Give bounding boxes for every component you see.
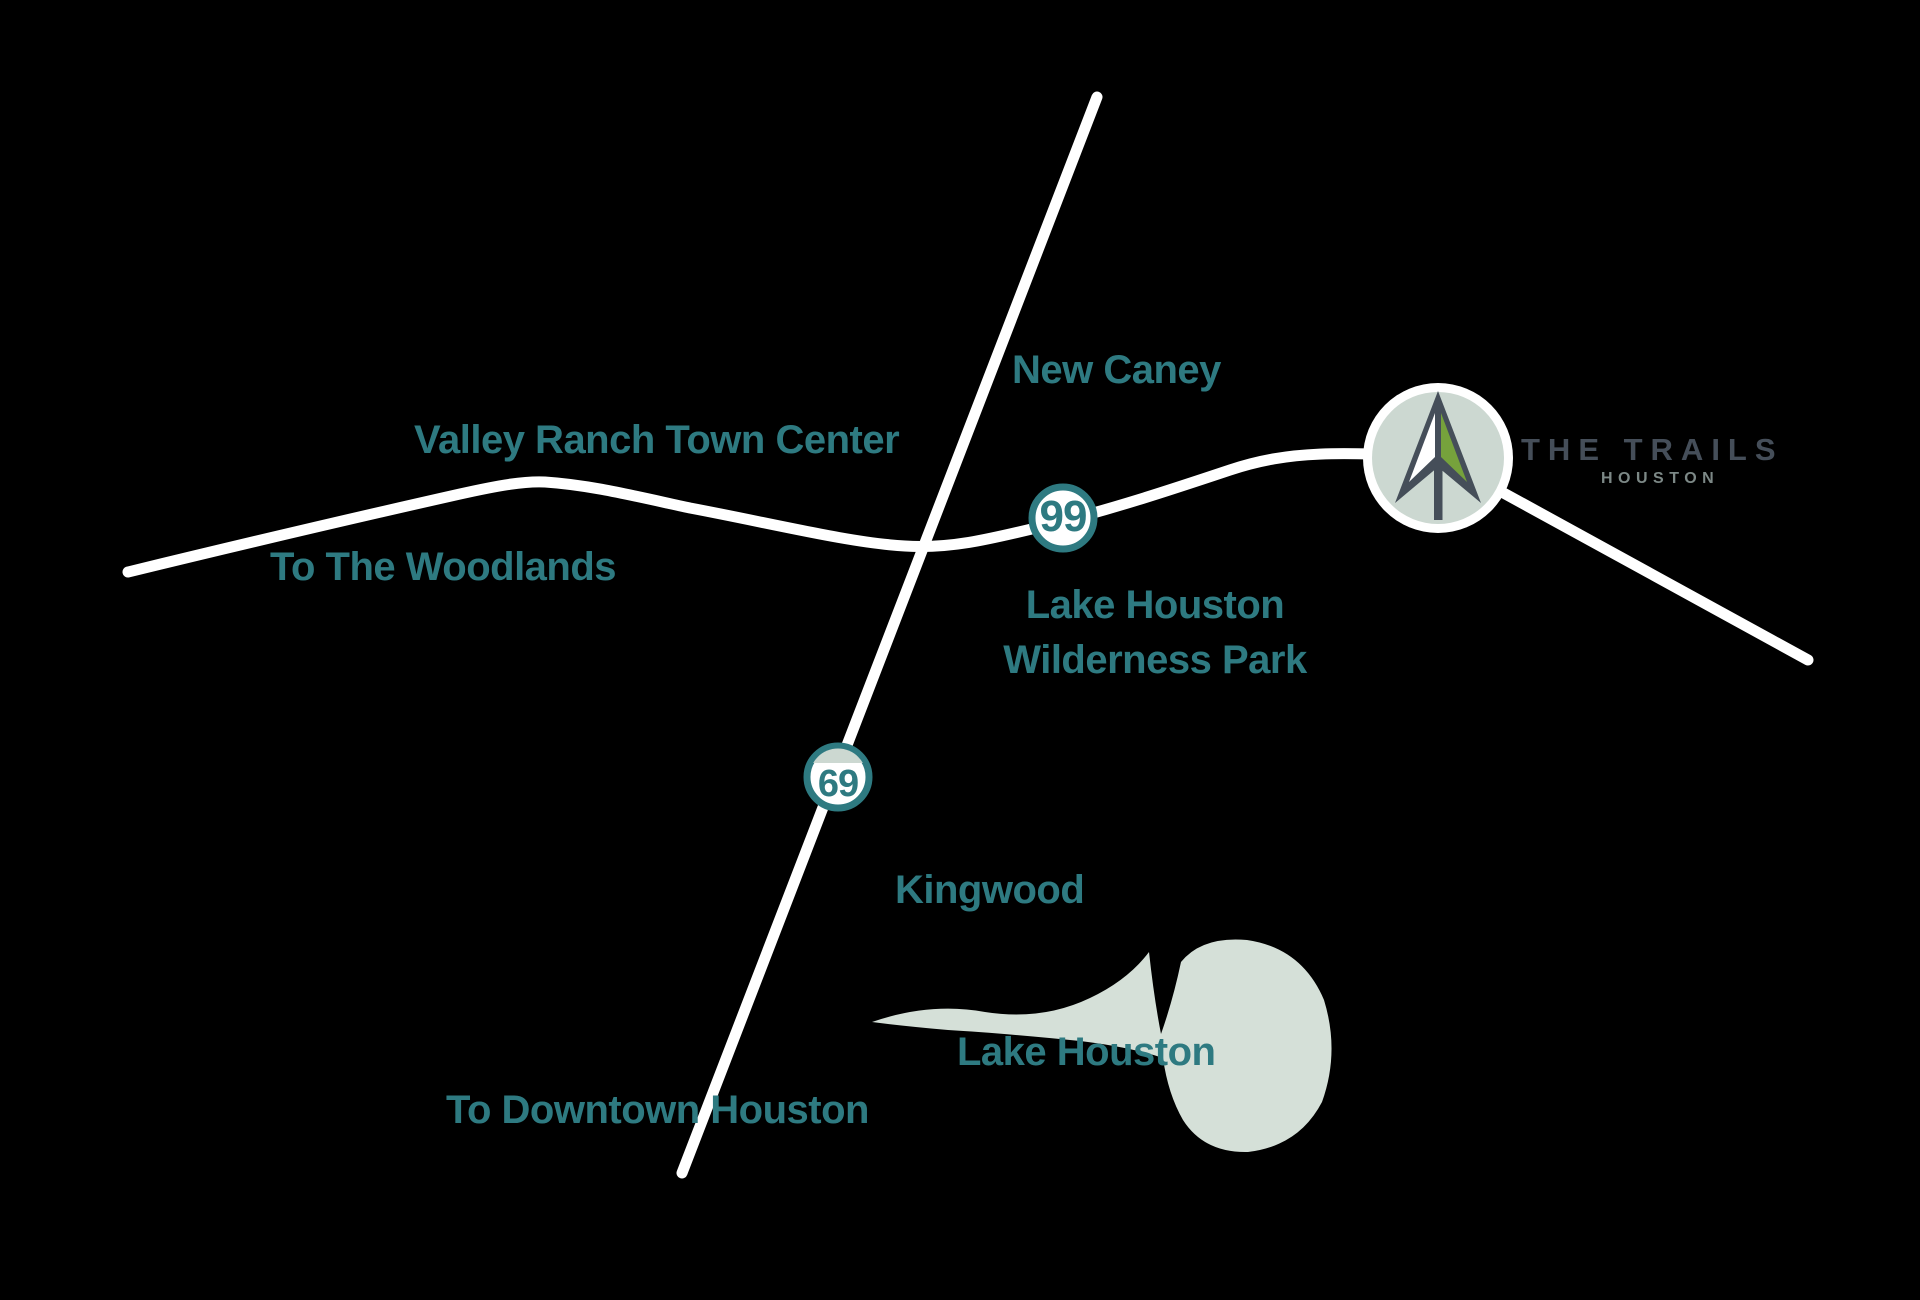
- the-trails-logo-icon: [1363, 383, 1513, 533]
- label-kingwood: Kingwood: [895, 868, 1085, 912]
- road-grand-parkway-99: [122, 448, 1814, 666]
- label-to-the-woodlands: To The Woodlands: [270, 545, 617, 589]
- label-lake-houston: Lake Houston: [957, 1030, 1216, 1074]
- label-new-caney: New Caney: [1012, 348, 1221, 392]
- interstate-69-number: 69: [817, 763, 859, 805]
- label-wilderness-line1: Lake Houston: [1025, 583, 1285, 627]
- label-lake-houston-wilderness-park: Lake Houston Wilderness Park: [955, 578, 1355, 688]
- interstate-69-shield-icon: [803, 742, 873, 812]
- highway-99-number: 99: [1039, 492, 1088, 541]
- highway-99-shield-icon: [1028, 483, 1098, 553]
- logo-subtitle-houston: HOUSTON: [1601, 470, 1720, 487]
- label-to-downtown-houston: To Downtown Houston: [446, 1088, 869, 1132]
- logo-title-the-trails: THE TRAILS: [1521, 432, 1784, 467]
- road-interstate-69: [676, 91, 1103, 1179]
- lake-houston-shape: [872, 939, 1332, 1153]
- label-valley-ranch-town-center: Valley Ranch Town Center: [414, 418, 900, 462]
- label-wilderness-line2: Wilderness Park: [1003, 638, 1307, 682]
